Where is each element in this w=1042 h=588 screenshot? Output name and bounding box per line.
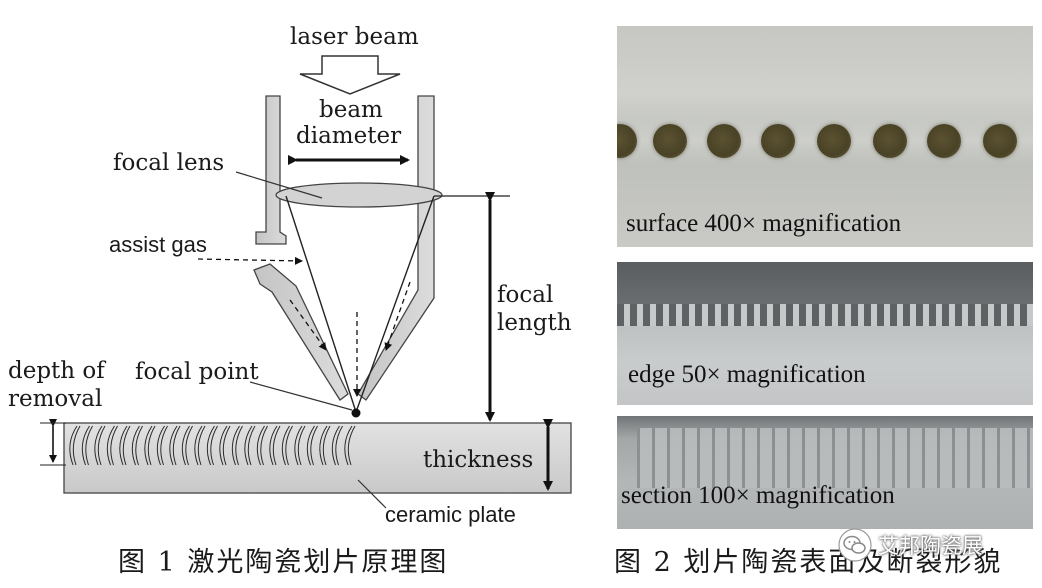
groove [181, 425, 193, 466]
label-focal: focal [497, 282, 553, 308]
label-focal-lens: focal lens [113, 150, 224, 176]
label-diameter: diameter [296, 123, 401, 149]
nozzle-left-upper-wall [255, 95, 287, 245]
label-removal: removal [8, 386, 102, 412]
section-label: section 100× magnification [621, 482, 895, 509]
scribed-grooves [69, 425, 356, 466]
label-laser-beam: laser beam [290, 24, 419, 50]
groove [281, 425, 293, 466]
groove [69, 425, 81, 466]
watermark: 艾邦陶瓷展 [838, 528, 983, 562]
label-length: length [497, 310, 572, 336]
groove [194, 425, 206, 466]
groove [331, 425, 343, 466]
groove [119, 425, 131, 466]
surface-micrograph: surface 400× magnification [617, 26, 1033, 247]
label-assist-gas: assist gas [109, 232, 207, 257]
laser-beam-arrow [299, 55, 401, 95]
groove [231, 425, 243, 466]
groove [156, 425, 168, 466]
groove [206, 425, 218, 466]
wechat-icon [838, 528, 872, 562]
laser-cone-right [355, 195, 435, 413]
groove [306, 425, 318, 466]
groove [319, 425, 331, 466]
laser-scribing-diagram: laser beam beam diameter focal lens assi… [8, 24, 572, 527]
groove [344, 425, 356, 466]
label-thickness: thickness [423, 447, 533, 473]
label-beam: beam [319, 97, 383, 123]
focal-point [351, 408, 361, 418]
nozzle-left-lower-wall [253, 263, 349, 401]
groove [81, 425, 93, 466]
groove [144, 425, 156, 466]
groove [131, 425, 143, 466]
groove [294, 425, 306, 466]
edge-label: edge 50× magnification [628, 361, 866, 388]
groove [169, 425, 181, 466]
groove [269, 425, 281, 466]
groove [256, 425, 268, 466]
groove [106, 425, 118, 466]
figure2-caption: 图 2 划片陶瓷表面及断裂形貌 [614, 547, 1003, 578]
label-depth-of: depth of [8, 358, 106, 384]
focal-lens [275, 182, 443, 208]
label-ceramic-plate: ceramic plate [385, 502, 516, 527]
watermark-text: 艾邦陶瓷展 [878, 534, 983, 558]
groove [94, 425, 106, 466]
groove [219, 425, 231, 466]
section-micrograph: section 100× magnification [617, 416, 1033, 529]
label-focal-point: focal point [135, 359, 259, 385]
groove [244, 425, 256, 466]
assist-gas-arrow [197, 256, 303, 265]
edge-micrograph: edge 50× magnification [617, 262, 1033, 405]
nozzle-right-wall [357, 95, 435, 401]
laser-cone-left [285, 195, 357, 413]
surface-label: surface 400× magnification [626, 210, 902, 237]
figure1-caption: 图 1 激光陶瓷划片原理图 [118, 547, 449, 578]
ceramic-plate [63, 422, 572, 494]
